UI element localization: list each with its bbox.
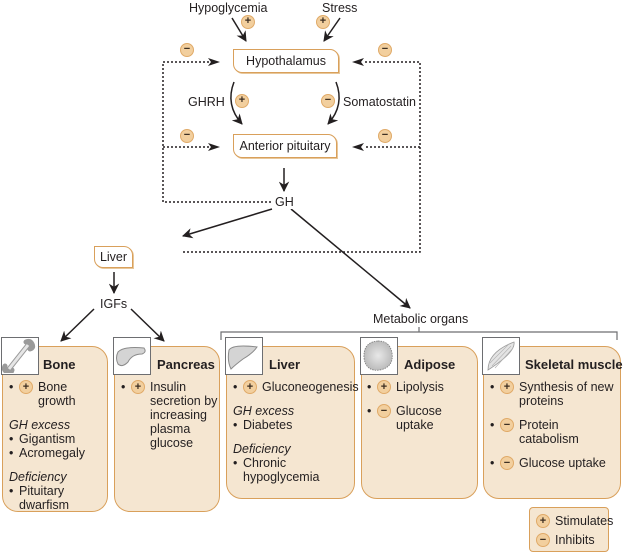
organ-card-pancreas bbox=[114, 346, 220, 512]
plus-sign-icon: + bbox=[241, 15, 255, 29]
feedback-left-hypo-arrowhead bbox=[208, 58, 220, 66]
pancreas-icon bbox=[113, 337, 151, 375]
somatostatin-label: Somatostatin bbox=[343, 95, 416, 109]
minus-sign-icon: − bbox=[378, 43, 392, 57]
arrow-hypoglycemia bbox=[231, 17, 247, 42]
minus-sign-icon: − bbox=[500, 418, 514, 432]
organ-title-skeletal-muscle: Skeletal muscle bbox=[525, 357, 623, 372]
minus-sign-icon: − bbox=[180, 129, 194, 143]
feedback-left bbox=[162, 61, 271, 203]
arrow-igfs-bone bbox=[60, 308, 95, 342]
plus-sign-icon: + bbox=[377, 380, 391, 394]
plus-sign-icon: + bbox=[19, 380, 33, 394]
feedback-right bbox=[183, 61, 421, 253]
legend-stimulates: Stimulates bbox=[555, 514, 614, 528]
minus-sign-icon: − bbox=[378, 129, 392, 143]
organ-title-pancreas: Pancreas bbox=[157, 357, 215, 372]
organ-title-bone: Bone bbox=[43, 357, 76, 372]
arrow-stress bbox=[323, 17, 341, 42]
adipose-cell-icon bbox=[360, 337, 398, 375]
organ-title-adipose: Adipose bbox=[404, 357, 456, 372]
hypoglycemia-label: Hypoglycemia bbox=[189, 1, 268, 15]
hypothalamus-box: Hypothalamus bbox=[233, 49, 339, 73]
organ-body-bone: •+Bone growth GH excess •Gigantism •Acro… bbox=[9, 380, 85, 512]
metabolic-organs-label: Metabolic organs bbox=[373, 312, 469, 326]
legend-inhibits: Inhibits bbox=[555, 533, 595, 547]
arrow-somatostatin bbox=[327, 81, 340, 125]
plus-sign-icon: + bbox=[243, 380, 257, 394]
liver-box: Liver bbox=[94, 246, 133, 268]
muscle-icon bbox=[482, 337, 520, 375]
metabolic-bracket bbox=[220, 331, 618, 340]
plus-sign-icon: + bbox=[235, 94, 249, 108]
organ-body-skeletal-muscle: •+Synthesis of new proteins •−Protein ca… bbox=[490, 380, 614, 470]
plus-sign-icon: + bbox=[536, 514, 550, 528]
ghrh-label: GHRH bbox=[188, 95, 225, 109]
plus-sign-icon: + bbox=[500, 380, 514, 394]
arrow-igfs-pancreas bbox=[130, 308, 165, 342]
plus-sign-icon: + bbox=[316, 15, 330, 29]
minus-sign-icon: − bbox=[500, 456, 514, 470]
organ-title-liver: Liver bbox=[269, 357, 301, 372]
arrow-gh-metabolic bbox=[290, 208, 411, 309]
minus-sign-icon: − bbox=[180, 43, 194, 57]
legend: + Stimulates − Inhibits bbox=[529, 507, 613, 552]
gh-label: GH bbox=[274, 195, 295, 209]
organ-body-liver: •+Gluconeogenesis GH excess •Diabetes De… bbox=[233, 380, 359, 484]
igfs-label: IGFs bbox=[100, 297, 128, 311]
organ-body-adipose: •+Lipolysis •−Glucose uptake bbox=[367, 380, 444, 432]
minus-sign-icon: − bbox=[377, 404, 391, 418]
minus-sign-icon: − bbox=[536, 533, 550, 547]
liver-icon bbox=[225, 337, 263, 375]
feedback-left-ap-arrowhead bbox=[208, 143, 220, 151]
feedback-right-ap-arrowhead bbox=[352, 143, 364, 151]
plus-sign-icon: + bbox=[131, 380, 145, 394]
bone-icon bbox=[1, 337, 39, 376]
minus-sign-icon: − bbox=[321, 94, 335, 108]
organ-body-pancreas: •+Insulin secretion by increasing plasma… bbox=[121, 380, 218, 450]
arrow-gh-liver bbox=[181, 208, 273, 239]
arrow-ghrh bbox=[230, 81, 243, 125]
feedback-right-hypo-arrowhead bbox=[352, 58, 364, 66]
stress-label: Stress bbox=[322, 1, 358, 15]
anterior-pituitary-box: Anterior pituitary bbox=[233, 134, 337, 158]
